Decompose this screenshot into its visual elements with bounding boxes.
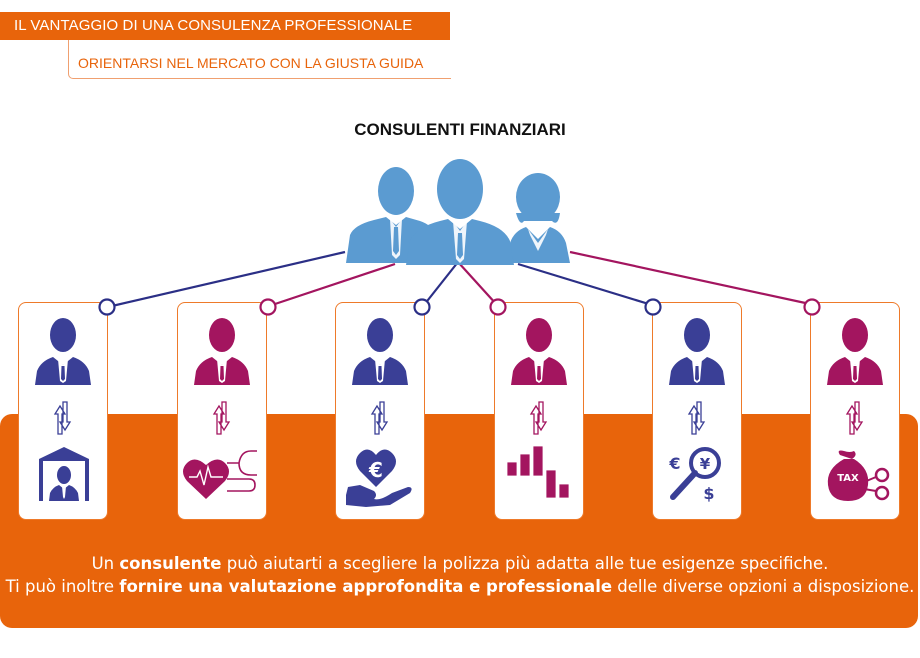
exchange-arrows-icon [687, 401, 706, 435]
person-icon [511, 318, 567, 385]
exchange-arrows-icon [370, 401, 389, 435]
svg-text:¥: ¥ [700, 455, 711, 473]
title-banner: IL VANTAGGIO DI UNA CONSULENZA PROFESSIO… [0, 12, 450, 40]
exchange-arrows-icon [53, 401, 72, 435]
exchange-arrows-icon [212, 401, 231, 435]
orange-background-panel [0, 414, 918, 628]
connector-circle [98, 298, 116, 316]
exchange-arrows-icon [529, 401, 548, 435]
page-subtitle: ORIENTARSI NEL MERCATO CON LA GIUSTA GUI… [78, 55, 424, 71]
connector-circle [259, 298, 277, 316]
connector-circle [803, 298, 821, 316]
tax-cut-icon: TAX [827, 450, 890, 501]
euro-savings-hand-icon: € [346, 449, 412, 507]
svg-text:$: $ [703, 484, 714, 503]
person-icon [352, 318, 408, 385]
exchange-arrows-icon [845, 401, 864, 435]
caption-text: Un consulente può aiutarti a scegliere l… [0, 552, 920, 598]
connector-circle [644, 298, 662, 316]
connector-circle [413, 298, 431, 316]
advisors-group-icon [346, 159, 570, 265]
person-icon [827, 318, 883, 385]
group-title: CONSULENTI FINANZIARI [354, 120, 566, 139]
subtitle-bracket [68, 40, 451, 79]
person-icon [194, 318, 250, 385]
connector-circle [489, 298, 507, 316]
bar-chart-icon [506, 445, 570, 499]
caption-line-1: Un consulente può aiutarti a scegliere l… [91, 554, 829, 573]
caption-line-2: Ti può inoltre fornire una valutazione a… [5, 577, 915, 596]
page-title: IL VANTAGGIO DI UNA CONSULENZA PROFESSIO… [14, 17, 413, 34]
person-icon [669, 318, 725, 385]
home-protection-icon [39, 447, 89, 501]
svg-text:€: € [368, 458, 383, 482]
svg-text:€: € [668, 454, 680, 473]
svg-text:TAX: TAX [837, 473, 859, 484]
person-icon [35, 318, 91, 385]
currency-magnifier-icon: ¥ € $ [668, 447, 721, 503]
health-stethoscope-icon [183, 450, 257, 499]
